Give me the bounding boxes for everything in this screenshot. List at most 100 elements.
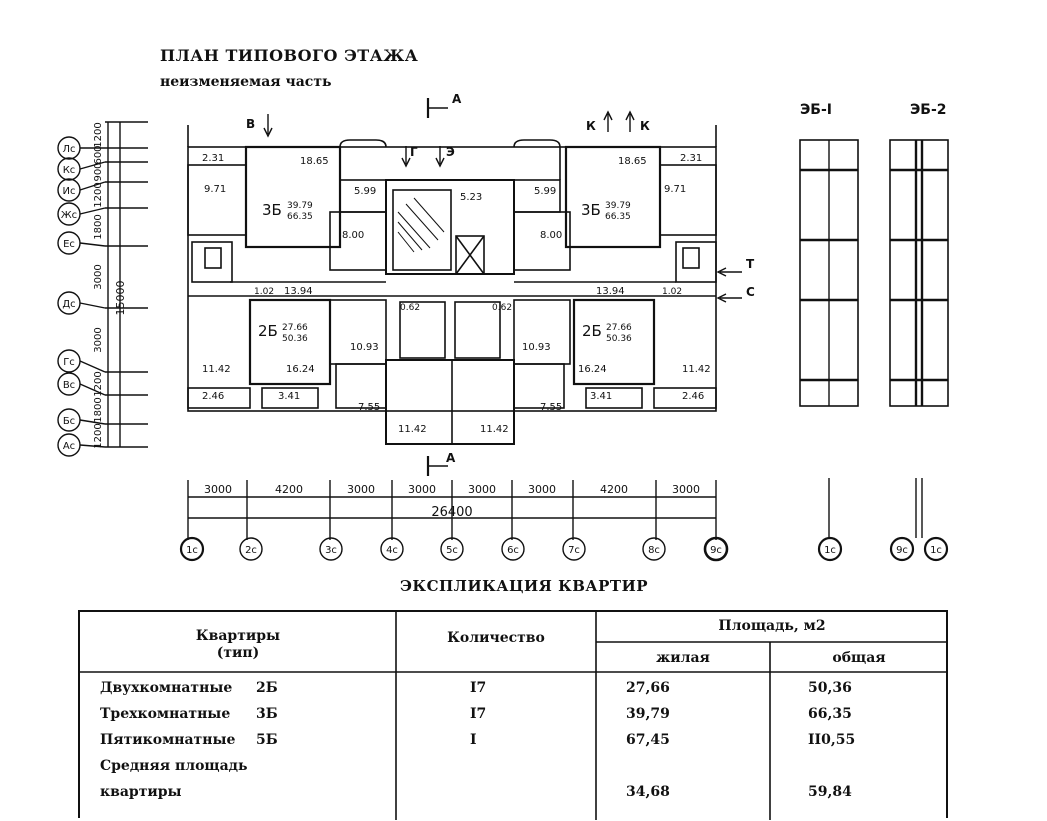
room-area: 0.62 bbox=[492, 303, 512, 313]
axis-col-label: 1с bbox=[824, 545, 836, 556]
row-dimension: 900 bbox=[93, 162, 104, 181]
axis-col-label: 6с bbox=[507, 545, 519, 556]
axis-col-label: 7с bbox=[568, 545, 580, 556]
apartment-total-area: 66.35 bbox=[287, 212, 313, 222]
avg-total: 59,84 bbox=[808, 784, 852, 800]
header-type: Квартиры bbox=[195, 628, 281, 644]
apartment-living-area: 27.66 bbox=[606, 323, 632, 333]
row-dimension: 3000 bbox=[93, 327, 104, 352]
table-title: ЭКСПЛИКАЦИЯ КВАРТИР bbox=[400, 577, 649, 595]
row-dimension: 600 bbox=[93, 145, 104, 164]
row-dimension: 1200 bbox=[93, 371, 104, 396]
axis-row-label: Вс bbox=[63, 380, 75, 391]
room-area: 18.65 bbox=[300, 156, 329, 167]
section-mark-k: К bbox=[586, 119, 596, 133]
avg-living: 34,68 bbox=[626, 784, 670, 800]
axis-row-label: Гс bbox=[63, 357, 75, 368]
plan-title: ПЛАН ТИПОВОГО ЭТАЖА bbox=[160, 46, 419, 65]
room-area: 2.46 bbox=[682, 391, 704, 402]
room-area: 2.31 bbox=[202, 153, 224, 164]
axis-col-label: 9с bbox=[710, 545, 722, 556]
header-type-sub: (тип) bbox=[216, 645, 260, 661]
section-mark-g: Г bbox=[410, 145, 418, 159]
apartment-living-area: 39.79 bbox=[605, 201, 631, 211]
room-area: 16.24 bbox=[286, 364, 315, 375]
axis-row-label: Кс bbox=[63, 165, 76, 176]
room-area: 2.31 bbox=[680, 153, 702, 164]
axis-row-label: Бс bbox=[63, 416, 75, 427]
room-area: 16.24 bbox=[578, 364, 607, 375]
apartment-table: Квартиры (тип) Количество Площадь, м2 жи… bbox=[78, 610, 948, 820]
axis-col-label: 5с bbox=[446, 545, 458, 556]
row-total: 50,36 bbox=[808, 680, 852, 696]
section-mark-b: В bbox=[246, 117, 255, 131]
row-living: 39,79 bbox=[626, 706, 670, 722]
room-area: 10.93 bbox=[350, 342, 379, 353]
plan-subtitle: неизменяемая часть bbox=[160, 74, 332, 90]
row-code: 3Б bbox=[256, 706, 278, 722]
section-mark-e: Э bbox=[446, 145, 455, 159]
col-dimension: 4200 bbox=[275, 483, 303, 496]
header-total: общая bbox=[832, 650, 886, 666]
row-code: 5Б bbox=[256, 732, 278, 748]
room-area: 18.65 bbox=[618, 156, 647, 167]
room-area: 3.41 bbox=[590, 391, 612, 402]
row-living: 27,66 bbox=[626, 680, 670, 696]
col-dimension: 3000 bbox=[468, 483, 496, 496]
room-area: 5.99 bbox=[534, 186, 556, 197]
room-area: 0.62 bbox=[400, 303, 420, 313]
apartment-total-area: 50.36 bbox=[606, 334, 632, 344]
section-mark-k: К bbox=[640, 119, 650, 133]
apartment-total-area: 66.35 bbox=[605, 212, 631, 222]
room-area: 8.00 bbox=[342, 230, 364, 241]
section-mark-a: А bbox=[446, 451, 456, 465]
axis-row-label: Дс bbox=[62, 299, 75, 310]
room-area: 2.46 bbox=[202, 391, 224, 402]
room-area: 11.42 bbox=[480, 424, 509, 435]
axis-col-label: 2с bbox=[245, 545, 257, 556]
row-living: 67,45 bbox=[626, 732, 670, 748]
room-area: 9.71 bbox=[664, 184, 686, 195]
room-area: 1.02 bbox=[254, 287, 274, 297]
row-code: 2Б bbox=[256, 680, 278, 696]
header-living: жилая bbox=[656, 650, 710, 666]
row-name: Трехкомнатные bbox=[100, 706, 231, 722]
col-dimension: 3000 bbox=[408, 483, 436, 496]
row-dimension: 1800 bbox=[93, 397, 104, 422]
col-dimension: 4200 bbox=[600, 483, 628, 496]
row-total: 66,35 bbox=[808, 706, 852, 722]
room-area: 8.00 bbox=[540, 230, 562, 241]
row-dimension: 1200 bbox=[93, 423, 104, 448]
section-mark-c: С bbox=[746, 285, 755, 299]
section-mark-t: Т bbox=[746, 257, 755, 271]
apartment-total-area: 50.36 bbox=[282, 334, 308, 344]
apartment-living-area: 39.79 bbox=[287, 201, 313, 211]
axis-row-label: Жс bbox=[61, 210, 77, 221]
room-area: 11.42 bbox=[398, 424, 427, 435]
avg-label-cont: квартиры bbox=[100, 784, 182, 800]
room-area: 13.94 bbox=[596, 286, 625, 297]
axis-col-label: 8с bbox=[648, 545, 660, 556]
section-mark-a: А bbox=[452, 92, 462, 106]
row-count: I bbox=[470, 732, 477, 748]
row-count: I7 bbox=[470, 706, 487, 722]
row-count: I7 bbox=[470, 680, 487, 696]
elevation-eb2-label: ЭБ-2 bbox=[910, 102, 947, 118]
axis-row-label: Ис bbox=[63, 186, 76, 197]
row-total-dimension: 15000 bbox=[114, 281, 127, 316]
apartment-type: 2Б bbox=[582, 322, 602, 340]
header-count: Количество bbox=[447, 630, 545, 646]
room-area: 10.93 bbox=[522, 342, 551, 353]
elevation-eb1-label: ЭБ-I bbox=[800, 102, 832, 118]
axis-row-label: Ас bbox=[63, 441, 75, 452]
axis-row-label: Ес bbox=[63, 239, 75, 250]
room-area: 5.99 bbox=[354, 186, 376, 197]
axis-col-label: 1с bbox=[930, 545, 942, 556]
room-area: 7.55 bbox=[540, 402, 562, 413]
apartment-type: 3Б bbox=[581, 201, 601, 219]
row-dimension: 1800 bbox=[93, 214, 104, 239]
row-name: Двухкомнатные bbox=[100, 680, 233, 696]
col-dimension: 3000 bbox=[528, 483, 556, 496]
apartment-type: 2Б bbox=[258, 322, 278, 340]
room-area: 7.55 bbox=[358, 402, 380, 413]
